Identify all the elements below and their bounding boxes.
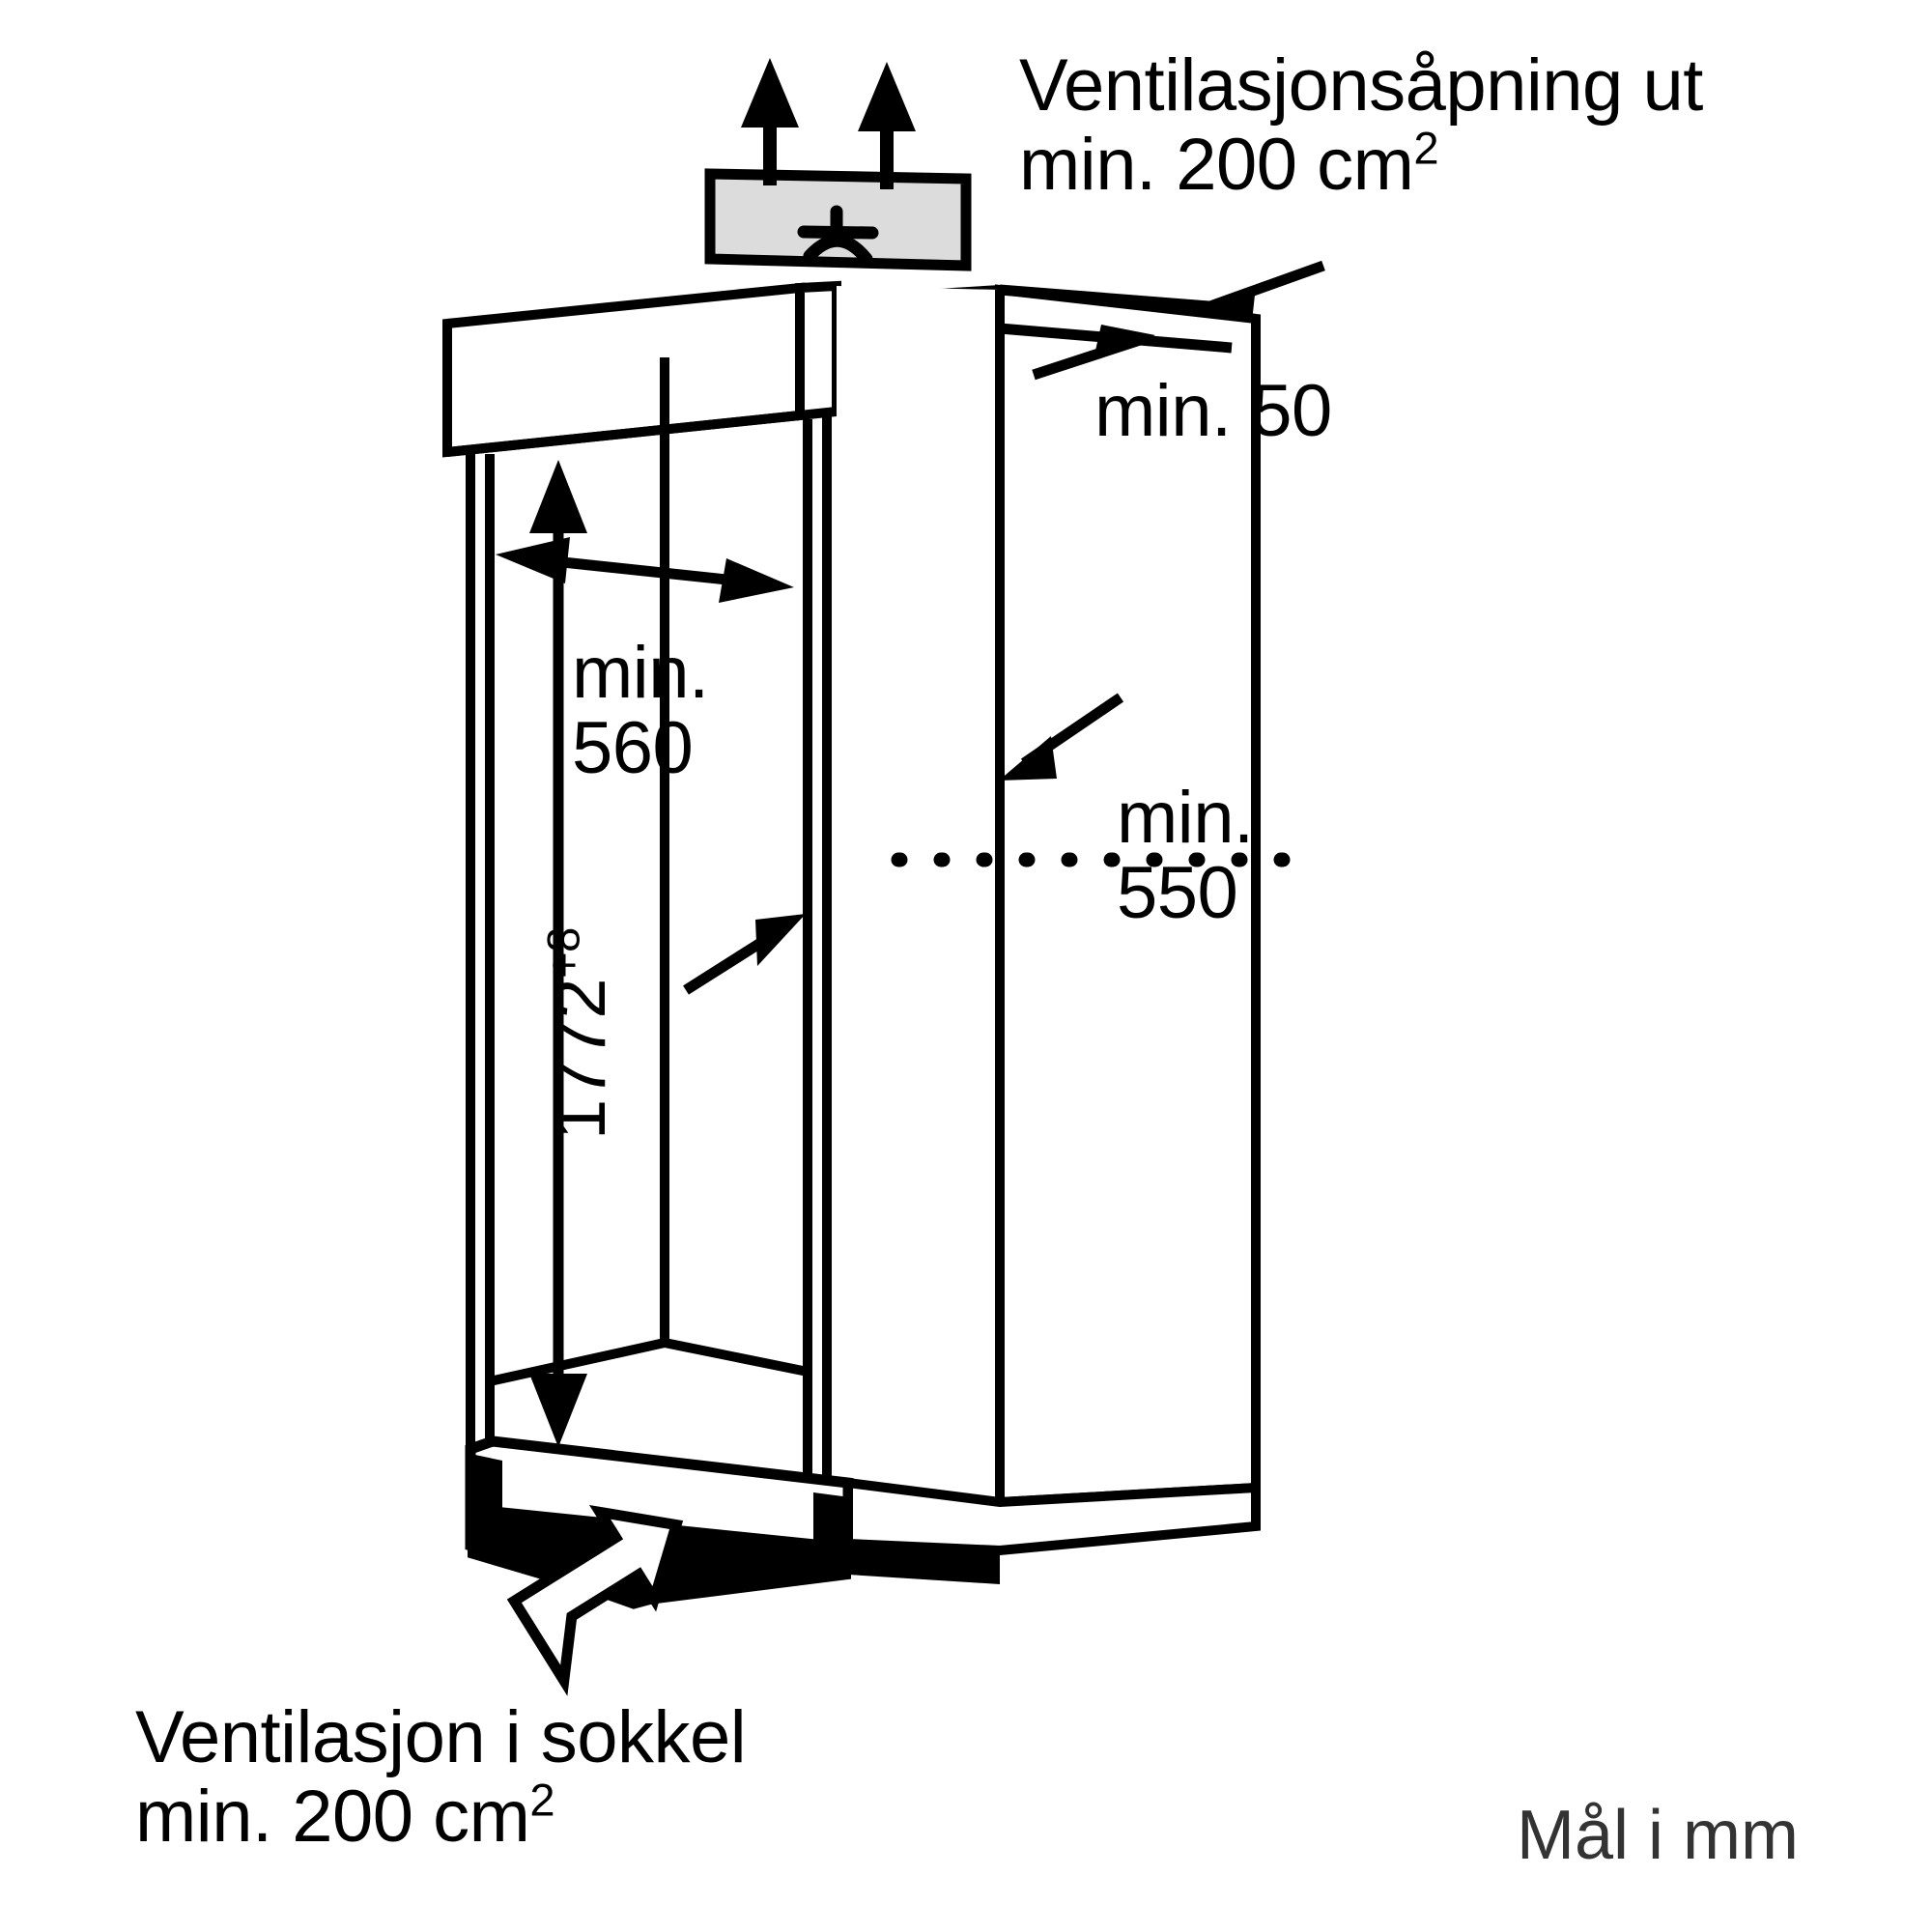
interior-wall-leader (683, 914, 806, 995)
base-vent-arrow (506, 1504, 684, 1696)
niche-height-label-rotated: 1772+8 (537, 927, 621, 1140)
niche-height-tolerance: +8 (537, 927, 589, 979)
width-arrowhead-left (496, 537, 570, 583)
niche-depth-label: min.550 (1117, 780, 1254, 935)
plinth-right-block (813, 1492, 850, 1565)
top-vent-label-superscript: 2 (1413, 122, 1439, 174)
niche-height-dimension (529, 460, 587, 1447)
niche-width-dimension (496, 537, 794, 603)
units-label: Mål i mm (1517, 1797, 1799, 1874)
gap-arrow-upper (1193, 260, 1325, 322)
top-gap-label: min. 50 (1094, 370, 1332, 452)
height-arrowhead-bottom (529, 1374, 587, 1447)
niche-width-label: min.560 (572, 635, 709, 790)
niche-width-label-line1: min. (572, 632, 709, 714)
niche-width-label-line2: 560 (572, 707, 694, 790)
airflow-arrow-right (858, 62, 916, 189)
base-vent-label-line1: Ventilasjon i sokkel (135, 1696, 747, 1778)
plinth-left-block (470, 1454, 502, 1521)
top-vent-label-line2: min. 200 cm (1019, 124, 1414, 207)
top-vent-label-line1: Ventilasjonsåpning ut (1019, 44, 1703, 127)
width-arrowhead-right (719, 558, 794, 603)
niche-floor (488, 1337, 809, 1386)
cabinet-body (442, 280, 1261, 1508)
base-vent-label-line2: min. 200 cm (135, 1776, 530, 1859)
top-vent-panel (704, 168, 972, 271)
top-cornice (442, 280, 1000, 458)
niche-height-value: 1772 (539, 978, 621, 1140)
niche-depth-label-line1: min. (1117, 777, 1254, 859)
airflow-arrows-top (741, 58, 916, 189)
niche-left-jamb (466, 452, 495, 1454)
plinth-right-shadow (848, 1544, 1000, 1584)
base-vent-label-superscript: 2 (529, 1774, 555, 1826)
niche-depth-leader (999, 693, 1124, 781)
airflow-arrow-left (741, 58, 799, 185)
top-gap-dimension (999, 260, 1325, 381)
base-vent-arrow-shape (506, 1504, 684, 1696)
gap-arrow-lower (1032, 325, 1155, 381)
niche-right-jamb (803, 415, 832, 1488)
vent-grille-icon (797, 205, 879, 266)
niche-depth-label-line2: 550 (1117, 852, 1238, 935)
cabinet-top-right-face (837, 286, 1005, 1502)
height-arrowhead-top (529, 460, 587, 533)
